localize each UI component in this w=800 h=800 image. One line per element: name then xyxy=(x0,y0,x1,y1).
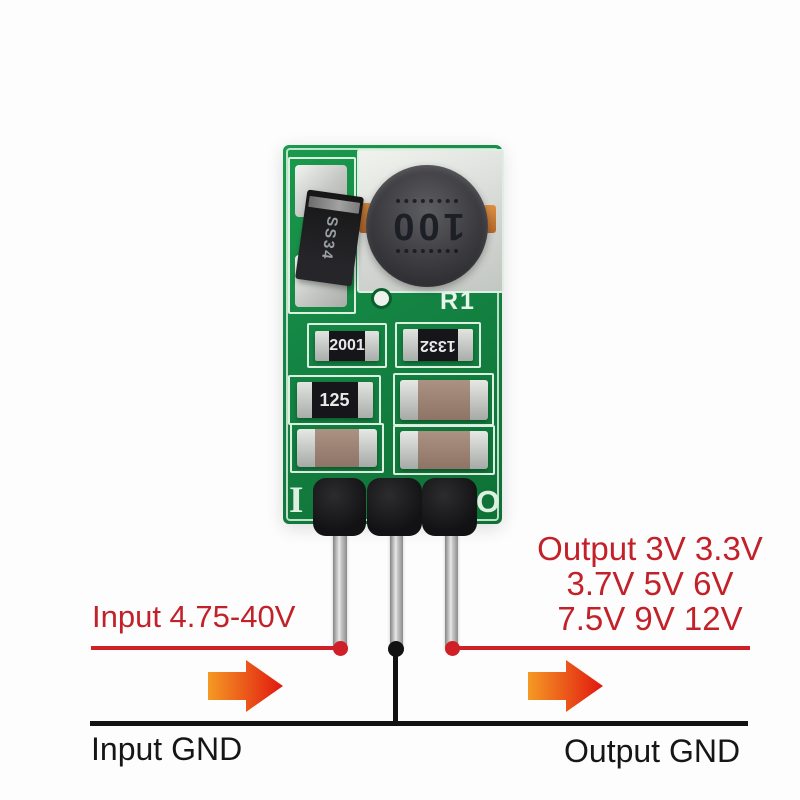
input-gnd-label: Input GND xyxy=(91,731,243,767)
capacitor-box xyxy=(290,423,384,473)
resistor-box: 1332 xyxy=(395,322,481,368)
pin-header-block xyxy=(367,478,422,536)
input-pin xyxy=(333,500,347,650)
output-voltage-label: Output 3V 3.3V 3.7V 5V 6V 7.5V 9V 12V xyxy=(533,531,767,636)
resistor-terminal xyxy=(315,330,330,361)
output-voltage-line2: 3.7V 5V 6V xyxy=(566,565,734,602)
capacitor-box xyxy=(393,373,494,426)
smd-capacitor xyxy=(297,429,377,467)
capacitor-body xyxy=(315,429,359,467)
output-voltage-line1: Output 3V 3.3V xyxy=(537,530,763,567)
capacitor-terminal xyxy=(297,429,315,467)
output-gnd-label: Output GND xyxy=(564,733,741,769)
output-pin-dot xyxy=(445,641,460,656)
smd-capacitor xyxy=(400,431,488,469)
capacitor-body xyxy=(417,379,470,420)
ground-annotation-line-vertical xyxy=(393,649,398,723)
smd-resistor: 1332 xyxy=(403,329,473,361)
capacitor-terminal xyxy=(359,429,377,467)
inductor-marking: 100 xyxy=(389,205,465,247)
capacitor-terminal xyxy=(400,431,418,469)
inductor-dot-row xyxy=(396,249,458,253)
resistor-box: 2001 xyxy=(307,323,387,368)
pin-header-block xyxy=(313,478,366,536)
output-annotation-line xyxy=(452,646,750,650)
ground-annotation-line-horizontal xyxy=(90,721,748,726)
input-voltage-label: Input 4.75-40V xyxy=(92,599,296,634)
resistor-marking: 125 xyxy=(311,382,358,418)
inductor-coil: 100 xyxy=(366,165,488,287)
ground-pin-dot xyxy=(388,641,404,657)
resistor-marking: 2001 xyxy=(329,330,365,361)
ground-pin xyxy=(390,500,403,648)
capacitor-terminal xyxy=(470,431,488,469)
output-pin xyxy=(445,500,458,650)
flow-arrow-icon xyxy=(528,660,603,712)
pcb-board: SS34 100 R1 2001 1332 xyxy=(283,145,504,536)
smd-resistor: 2001 xyxy=(315,330,379,361)
silkscreen-input-mark: I xyxy=(289,480,304,521)
resistor-terminal xyxy=(403,329,418,361)
inductor-marking-area: 100 xyxy=(366,165,488,287)
capacitor-body xyxy=(418,431,470,469)
resistor-terminal xyxy=(364,330,379,361)
pin-header-block xyxy=(422,478,477,536)
capacitor-terminal xyxy=(469,379,488,420)
resistor-marking: 1332 xyxy=(420,337,456,354)
resistor-terminal xyxy=(296,382,312,418)
smd-resistor: 125 xyxy=(296,382,373,418)
silkscreen-output-mark: O xyxy=(476,484,501,519)
resistor-box: 125 xyxy=(288,375,381,425)
capacitor-box xyxy=(393,425,495,475)
flow-arrow-icon xyxy=(208,660,283,712)
capacitor-terminal xyxy=(399,379,418,420)
resistor-terminal xyxy=(357,382,373,418)
resistor-terminal xyxy=(458,329,473,361)
silkscreen-r1-label: R1 xyxy=(440,287,476,315)
output-voltage-line3: 7.5V 9V 12V xyxy=(557,600,743,637)
via-hole xyxy=(371,288,392,309)
diode-cathode-band xyxy=(308,195,361,214)
smd-capacitor xyxy=(399,379,488,420)
inductor-dot-row xyxy=(396,199,458,203)
input-annotation-line xyxy=(91,646,340,650)
input-pin-dot xyxy=(333,641,348,656)
diode-marking: SS34 xyxy=(317,214,342,262)
